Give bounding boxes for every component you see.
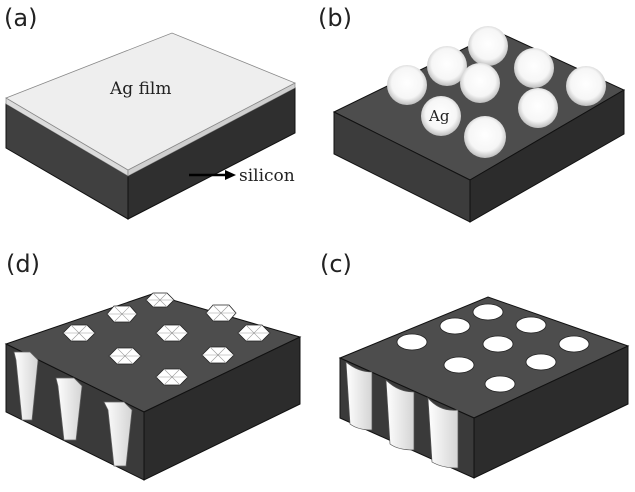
pore bbox=[472, 303, 504, 321]
pore-channel bbox=[385, 379, 415, 451]
hex-pore bbox=[108, 347, 142, 365]
pore-channel bbox=[345, 361, 373, 431]
panel-b-label: (b) bbox=[318, 4, 352, 32]
pore bbox=[439, 317, 471, 335]
hex-pore bbox=[237, 324, 271, 342]
ag-particle bbox=[514, 48, 554, 88]
hex-pore bbox=[62, 324, 96, 342]
hex-pore bbox=[145, 292, 175, 308]
ag-particle bbox=[518, 88, 558, 128]
panel-b-silicon-front-face bbox=[469, 89, 625, 223]
circular-pores bbox=[396, 303, 590, 393]
pore bbox=[482, 335, 514, 353]
panel-a: Ag film silicon (a) bbox=[4, 4, 296, 220]
pore bbox=[525, 353, 557, 371]
silicon-arrow-head-icon bbox=[225, 170, 236, 180]
hexagonal-pores bbox=[62, 292, 271, 386]
panel-c-silicon-front-face bbox=[473, 345, 629, 479]
pore-channel bbox=[427, 396, 459, 469]
hex-pore bbox=[205, 304, 237, 322]
ag-particle bbox=[387, 65, 427, 105]
pore bbox=[515, 316, 547, 334]
hex-pore bbox=[155, 324, 189, 342]
cylindrical-pore-sections bbox=[345, 361, 459, 469]
ag-particle bbox=[460, 63, 500, 103]
panel-d-label: (d) bbox=[6, 250, 40, 278]
hex-pore bbox=[201, 346, 235, 364]
ag-particle bbox=[427, 46, 467, 86]
panel-d: (d) bbox=[4, 250, 302, 481]
panel-b: Ag (b) bbox=[318, 4, 626, 223]
pore-wall bbox=[103, 401, 133, 467]
ag-particles bbox=[387, 26, 606, 158]
silicon-label: silicon bbox=[239, 166, 295, 186]
pore-wall bbox=[13, 351, 39, 421]
ag-particle bbox=[566, 66, 606, 106]
panel-c: (c) bbox=[320, 250, 630, 479]
pore bbox=[558, 335, 590, 353]
ag-particle bbox=[464, 116, 506, 158]
pore bbox=[484, 375, 516, 393]
pore-cross-sections bbox=[13, 351, 133, 467]
ag-particle-label: Ag bbox=[428, 107, 450, 125]
pore-wall bbox=[55, 377, 83, 441]
panel-a-label: (a) bbox=[4, 4, 37, 32]
hex-pore bbox=[155, 368, 189, 386]
pore bbox=[443, 356, 475, 374]
panel-c-label: (c) bbox=[320, 250, 352, 278]
ag-film-surface bbox=[5, 32, 296, 171]
ag-particle bbox=[468, 26, 508, 66]
ag-film-label: Ag film bbox=[109, 79, 171, 99]
panel-d-silicon-front-face bbox=[143, 336, 301, 481]
pore bbox=[396, 333, 428, 351]
hex-pore bbox=[106, 305, 138, 323]
ag-particle-labeled bbox=[421, 96, 461, 136]
